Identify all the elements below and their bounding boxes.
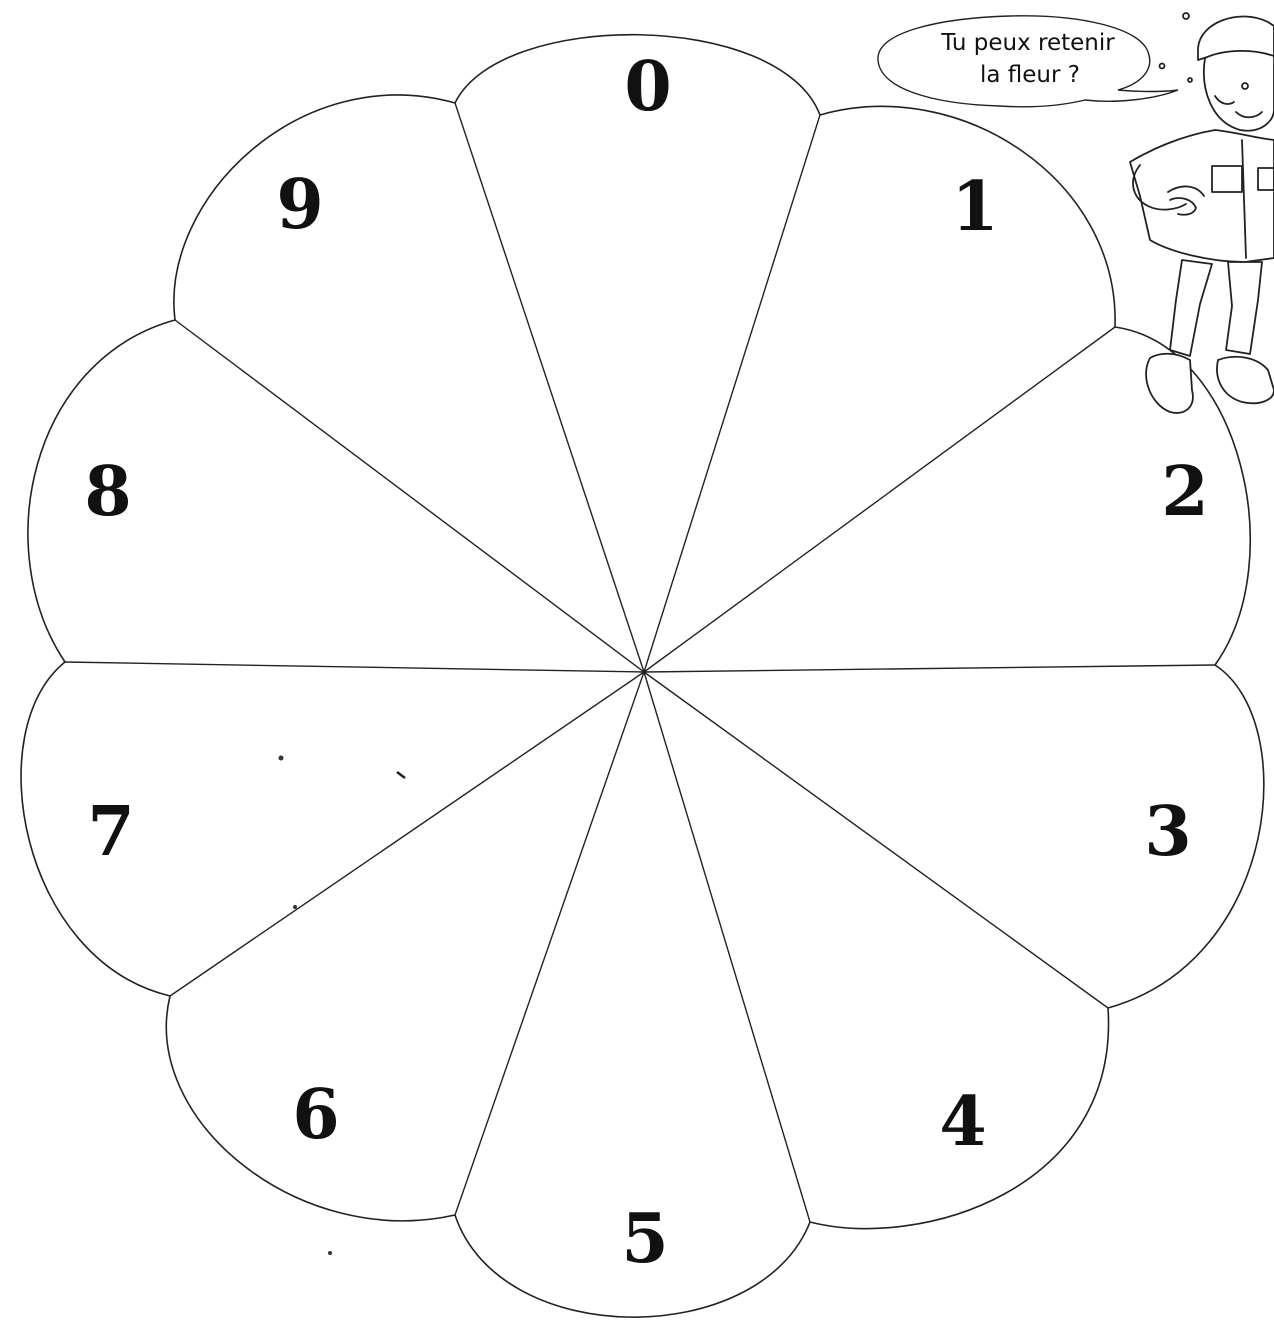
petal-label-3[interactable]: 3 [1144, 792, 1191, 872]
petal-label-0[interactable]: 0 [624, 47, 671, 127]
petal-label-5[interactable]: 5 [621, 1199, 668, 1279]
petal-label-9[interactable]: 9 [276, 165, 323, 245]
speech-bubble-line-1: Tu peux retenir [940, 30, 1115, 56]
speech-bubble-line-2: la fleur ? [980, 62, 1080, 88]
petal-label-8[interactable]: 8 [84, 452, 131, 532]
petal-label-1[interactable]: 1 [951, 167, 998, 247]
petal-label-6[interactable]: 6 [292, 1075, 339, 1155]
petal-label-7[interactable]: 7 [87, 792, 134, 872]
speech-bubble: Tu peux retenir la fleur ? [878, 16, 1178, 107]
petal-label-2[interactable]: 2 [1161, 452, 1208, 532]
petal-label-4[interactable]: 4 [939, 1082, 986, 1162]
